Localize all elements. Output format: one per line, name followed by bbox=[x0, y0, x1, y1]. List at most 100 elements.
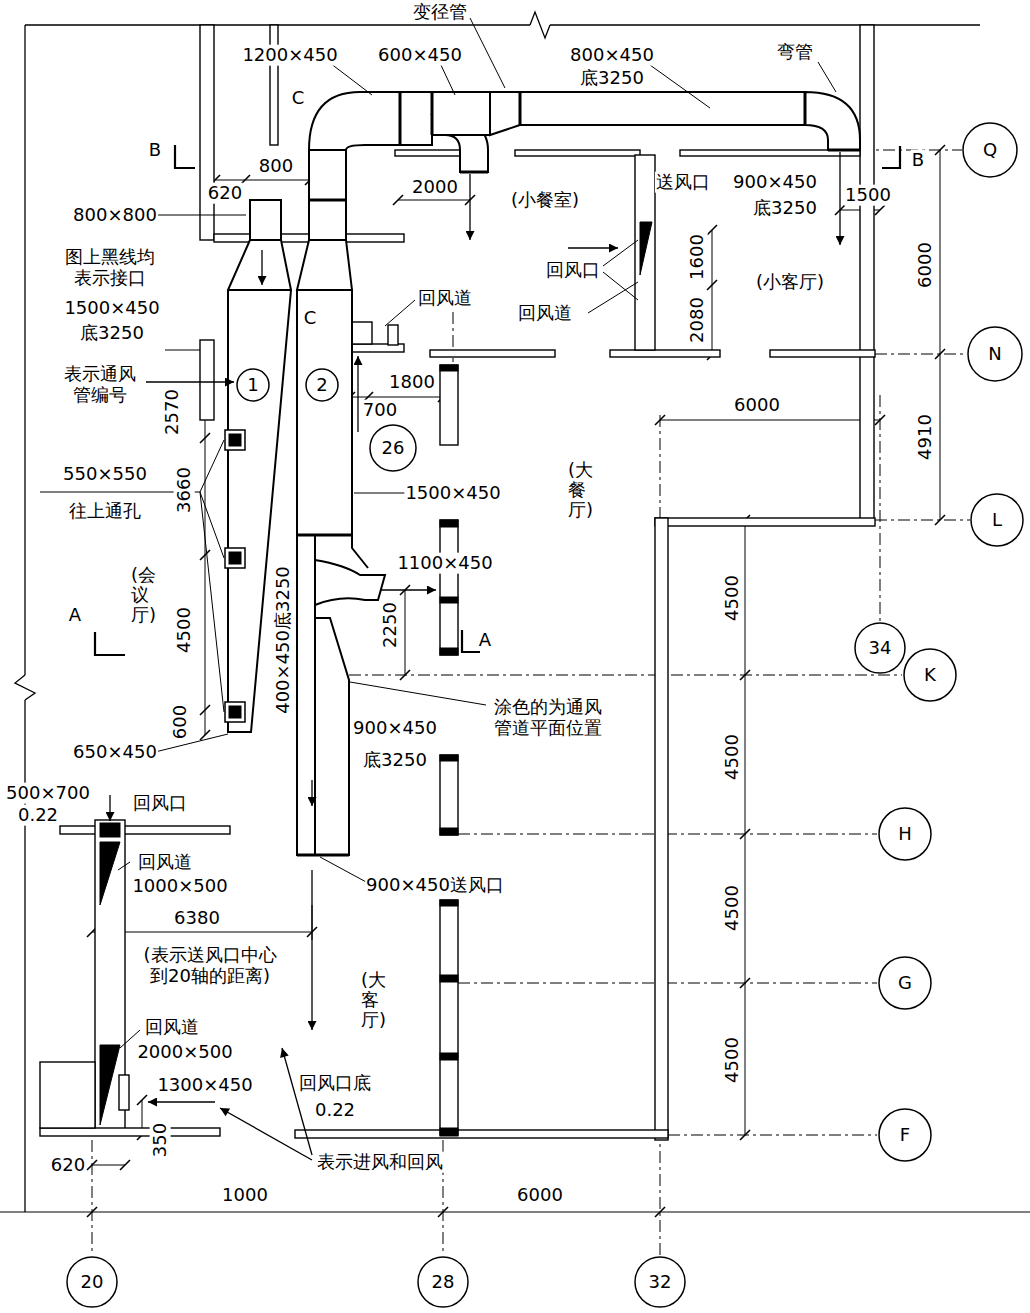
plan-label: 550×550 bbox=[62, 464, 148, 485]
dimension-line bbox=[350, 397, 443, 398]
dimension-line bbox=[712, 230, 713, 355]
bubble-circle bbox=[418, 1257, 468, 1307]
plan-label: 800 bbox=[258, 156, 294, 177]
plan-label: 回风口底 bbox=[298, 1073, 372, 1094]
duct-branch-elbow bbox=[315, 560, 385, 605]
bubble-circle bbox=[879, 1109, 931, 1161]
plan-label: 2000 bbox=[411, 177, 459, 198]
plan-label: 1300×450 bbox=[156, 1075, 253, 1096]
plan-label: C bbox=[303, 308, 318, 329]
bubble-circle bbox=[635, 1257, 685, 1307]
wall bbox=[388, 325, 398, 345]
flow-arrow bbox=[311, 780, 312, 806]
plan-label: 涂色的为通风 管道平面位置 bbox=[490, 697, 607, 738]
vent-opening-fill bbox=[229, 706, 241, 718]
leader-line bbox=[350, 682, 486, 705]
plan-label: 700 bbox=[362, 400, 398, 421]
wall bbox=[40, 1128, 220, 1136]
dimension-tick bbox=[438, 1207, 448, 1217]
plan-label: 表示通风 管编号 bbox=[57, 364, 144, 405]
dimension-tick bbox=[87, 1207, 97, 1217]
dimension-text: 4500 bbox=[722, 733, 743, 781]
duct-joint bbox=[399, 92, 402, 145]
dimension-text: 600 bbox=[170, 704, 191, 740]
return-duct-mark bbox=[100, 1045, 120, 1125]
plan-label: 500×700 bbox=[5, 783, 91, 804]
bubble-circle bbox=[370, 425, 416, 471]
wall bbox=[440, 755, 458, 835]
dimension-line bbox=[398, 200, 470, 201]
dimension-tick bbox=[935, 145, 945, 155]
section-mark bbox=[882, 146, 900, 168]
dimension-tick bbox=[655, 415, 665, 425]
sheet-border bbox=[530, 12, 550, 38]
flow-arrow bbox=[469, 174, 470, 240]
axis-bubble: K bbox=[903, 648, 957, 702]
wall bbox=[40, 1062, 95, 1128]
dimension-line bbox=[92, 1165, 125, 1166]
flow-arrow bbox=[380, 589, 436, 590]
duct-joint bbox=[228, 289, 291, 291]
duct-number: 1 bbox=[236, 368, 270, 402]
dimension-tick bbox=[655, 1207, 665, 1217]
plan-label: B bbox=[148, 140, 162, 161]
plan-label: 1200×450 bbox=[241, 45, 338, 66]
bubble-circle bbox=[306, 369, 338, 401]
dimension-tick bbox=[875, 205, 885, 215]
plan-label: 900×450送风口 bbox=[365, 875, 505, 896]
axis-line bbox=[875, 520, 970, 521]
leader-line bbox=[152, 215, 246, 216]
dimension-tick bbox=[707, 280, 717, 290]
wall bbox=[635, 155, 655, 350]
plan-label: 弯管 bbox=[776, 42, 814, 63]
wall bbox=[680, 150, 860, 156]
sheet-border bbox=[15, 675, 35, 700]
dimension-line bbox=[0, 1212, 1030, 1213]
room-name: (会议厅) bbox=[130, 565, 150, 624]
duct-2-riser bbox=[309, 150, 346, 240]
room-name: (大餐厅) bbox=[567, 460, 587, 519]
bubble-circle bbox=[904, 649, 956, 701]
bubble-circle bbox=[237, 369, 269, 401]
leader-line bbox=[603, 272, 638, 300]
flow-arrow bbox=[282, 1048, 312, 1155]
bubble-circle bbox=[971, 494, 1023, 546]
wall-mark bbox=[440, 1128, 458, 1136]
axis-bubble: F bbox=[878, 1108, 932, 1162]
bubble-circle bbox=[67, 1257, 117, 1307]
plan-label: (小客厅) bbox=[755, 272, 825, 293]
axis-bubble: 28 bbox=[417, 1256, 469, 1308]
section-mark bbox=[95, 632, 125, 655]
wall bbox=[610, 350, 720, 357]
dimension-tick bbox=[120, 1160, 130, 1170]
wall bbox=[295, 1130, 668, 1138]
return-duct-mark bbox=[100, 842, 120, 905]
wall-mark bbox=[440, 597, 458, 603]
duct-top-elbow bbox=[309, 92, 432, 150]
axis-line bbox=[92, 1140, 93, 1255]
bubble-text: F bbox=[900, 1125, 910, 1145]
leader-line bbox=[155, 734, 228, 752]
flow-arrow bbox=[109, 795, 110, 821]
leader-line bbox=[818, 62, 836, 92]
axis-bubble: L bbox=[970, 493, 1024, 547]
plan-label: 620 bbox=[50, 1155, 86, 1176]
bubble-text: 1 bbox=[247, 375, 258, 395]
vent-opening bbox=[225, 430, 245, 450]
plan-label: A bbox=[68, 605, 82, 626]
sheet-border bbox=[550, 24, 980, 25]
axis-bubble: H bbox=[878, 807, 932, 861]
bubble-circle bbox=[963, 123, 1017, 177]
wall bbox=[200, 25, 214, 240]
plan-label: A bbox=[478, 630, 492, 651]
room-name: (大客厅) bbox=[360, 970, 380, 1029]
bubble-text: Q bbox=[983, 140, 997, 160]
plan-label: B bbox=[911, 150, 925, 171]
dimension-tick bbox=[200, 550, 210, 560]
plan-label: 表示进风和回风 bbox=[316, 1152, 444, 1173]
plan-label: 回风道 bbox=[144, 1017, 200, 1038]
bubble-text: 28 bbox=[432, 1272, 455, 1292]
dimension-text: 2250 bbox=[380, 601, 401, 649]
plan-label: 往上通孔 bbox=[68, 501, 142, 522]
